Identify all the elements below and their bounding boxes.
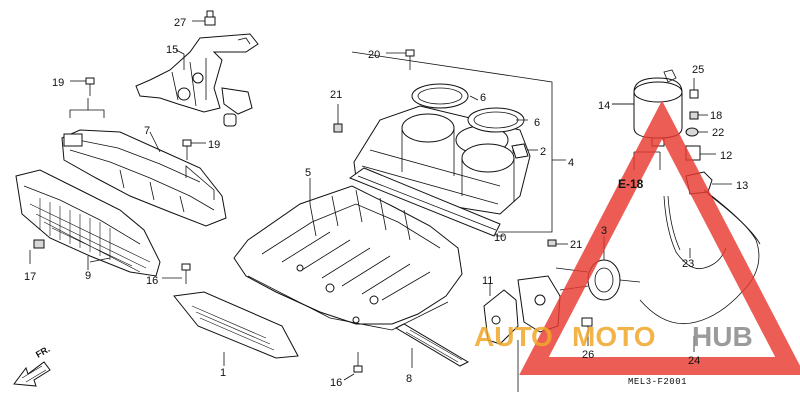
part-6-ring-b bbox=[467, 107, 525, 133]
part-2-cap bbox=[511, 143, 538, 159]
label-2: 2 bbox=[540, 146, 546, 158]
watermark-brand-auto: AUTO bbox=[474, 321, 553, 352]
label-16a: 16 bbox=[146, 275, 158, 287]
part-18-nut bbox=[689, 111, 708, 120]
part-20-bolt bbox=[386, 49, 415, 70]
label-26: 26 bbox=[582, 349, 594, 361]
label-11: 11 bbox=[482, 275, 493, 287]
reference-e18: E-18 bbox=[618, 177, 644, 191]
label-20: 20 bbox=[368, 49, 380, 61]
label-13: 13 bbox=[736, 180, 748, 192]
part-15-bracket bbox=[135, 33, 259, 127]
label-24: 24 bbox=[688, 355, 700, 367]
part-8-strip bbox=[394, 323, 470, 368]
part-27-bolt bbox=[192, 10, 216, 26]
label-18: 18 bbox=[710, 110, 722, 122]
label-6b: 6 bbox=[534, 117, 540, 129]
part-16-bolt-a bbox=[162, 263, 191, 284]
watermark-logo bbox=[519, 100, 800, 375]
label-19b: 19 bbox=[208, 139, 220, 151]
fr-label: FR. bbox=[34, 344, 52, 360]
part-17-clip bbox=[29, 239, 45, 264]
front-direction-arrow bbox=[13, 361, 51, 387]
label-6a: 6 bbox=[480, 92, 486, 104]
part-22-washer bbox=[685, 127, 708, 137]
part-labels: 27 15 19 7 19 9 17 5 16 1 16 8 20 21 6 6… bbox=[24, 17, 748, 389]
label-21b: 21 bbox=[570, 239, 582, 251]
label-1: 1 bbox=[220, 367, 226, 379]
label-9: 9 bbox=[85, 270, 91, 282]
part-19-bolt-a bbox=[70, 77, 95, 96]
diagram-code: MEL3-F2001 bbox=[628, 377, 687, 387]
part-25-screw bbox=[689, 78, 699, 99]
watermark-brand: AUTO MOTO HUB bbox=[474, 321, 753, 352]
part-21-clip-b bbox=[547, 239, 568, 247]
part-19-bolt-b bbox=[182, 139, 206, 160]
part-10-gasket bbox=[348, 167, 501, 237]
watermark-brand-hub: HUB bbox=[692, 321, 753, 352]
label-14: 14 bbox=[598, 100, 610, 112]
label-25: 25 bbox=[692, 64, 704, 76]
part-7-duct bbox=[61, 129, 227, 227]
label-21a: 21 bbox=[330, 89, 342, 101]
label-5: 5 bbox=[305, 167, 311, 179]
label-15: 15 bbox=[166, 44, 178, 56]
label-27: 27 bbox=[174, 17, 186, 29]
label-16b: 16 bbox=[330, 377, 342, 389]
part-1-plate bbox=[173, 291, 299, 366]
label-23: 23 bbox=[682, 258, 694, 270]
part-16-bolt-b bbox=[343, 352, 363, 381]
part-9-panel bbox=[15, 169, 161, 277]
part-21-clip-a bbox=[333, 104, 343, 133]
label-4: 4 bbox=[568, 157, 574, 169]
part-23-hose bbox=[663, 195, 727, 270]
label-17: 17 bbox=[24, 271, 36, 283]
label-3: 3 bbox=[601, 225, 607, 237]
label-19a: 19 bbox=[52, 77, 64, 89]
label-8: 8 bbox=[406, 373, 412, 385]
watermark-brand-moto: MOTO bbox=[572, 321, 655, 352]
label-7: 7 bbox=[144, 125, 150, 137]
part-5-housing bbox=[233, 185, 463, 331]
part-11-bracket bbox=[483, 275, 561, 392]
part-26-bolt bbox=[581, 317, 593, 346]
label-22: 22 bbox=[712, 127, 724, 139]
part-6-ring-a bbox=[411, 83, 469, 109]
label-12: 12 bbox=[720, 150, 732, 162]
label-10: 10 bbox=[494, 232, 506, 244]
